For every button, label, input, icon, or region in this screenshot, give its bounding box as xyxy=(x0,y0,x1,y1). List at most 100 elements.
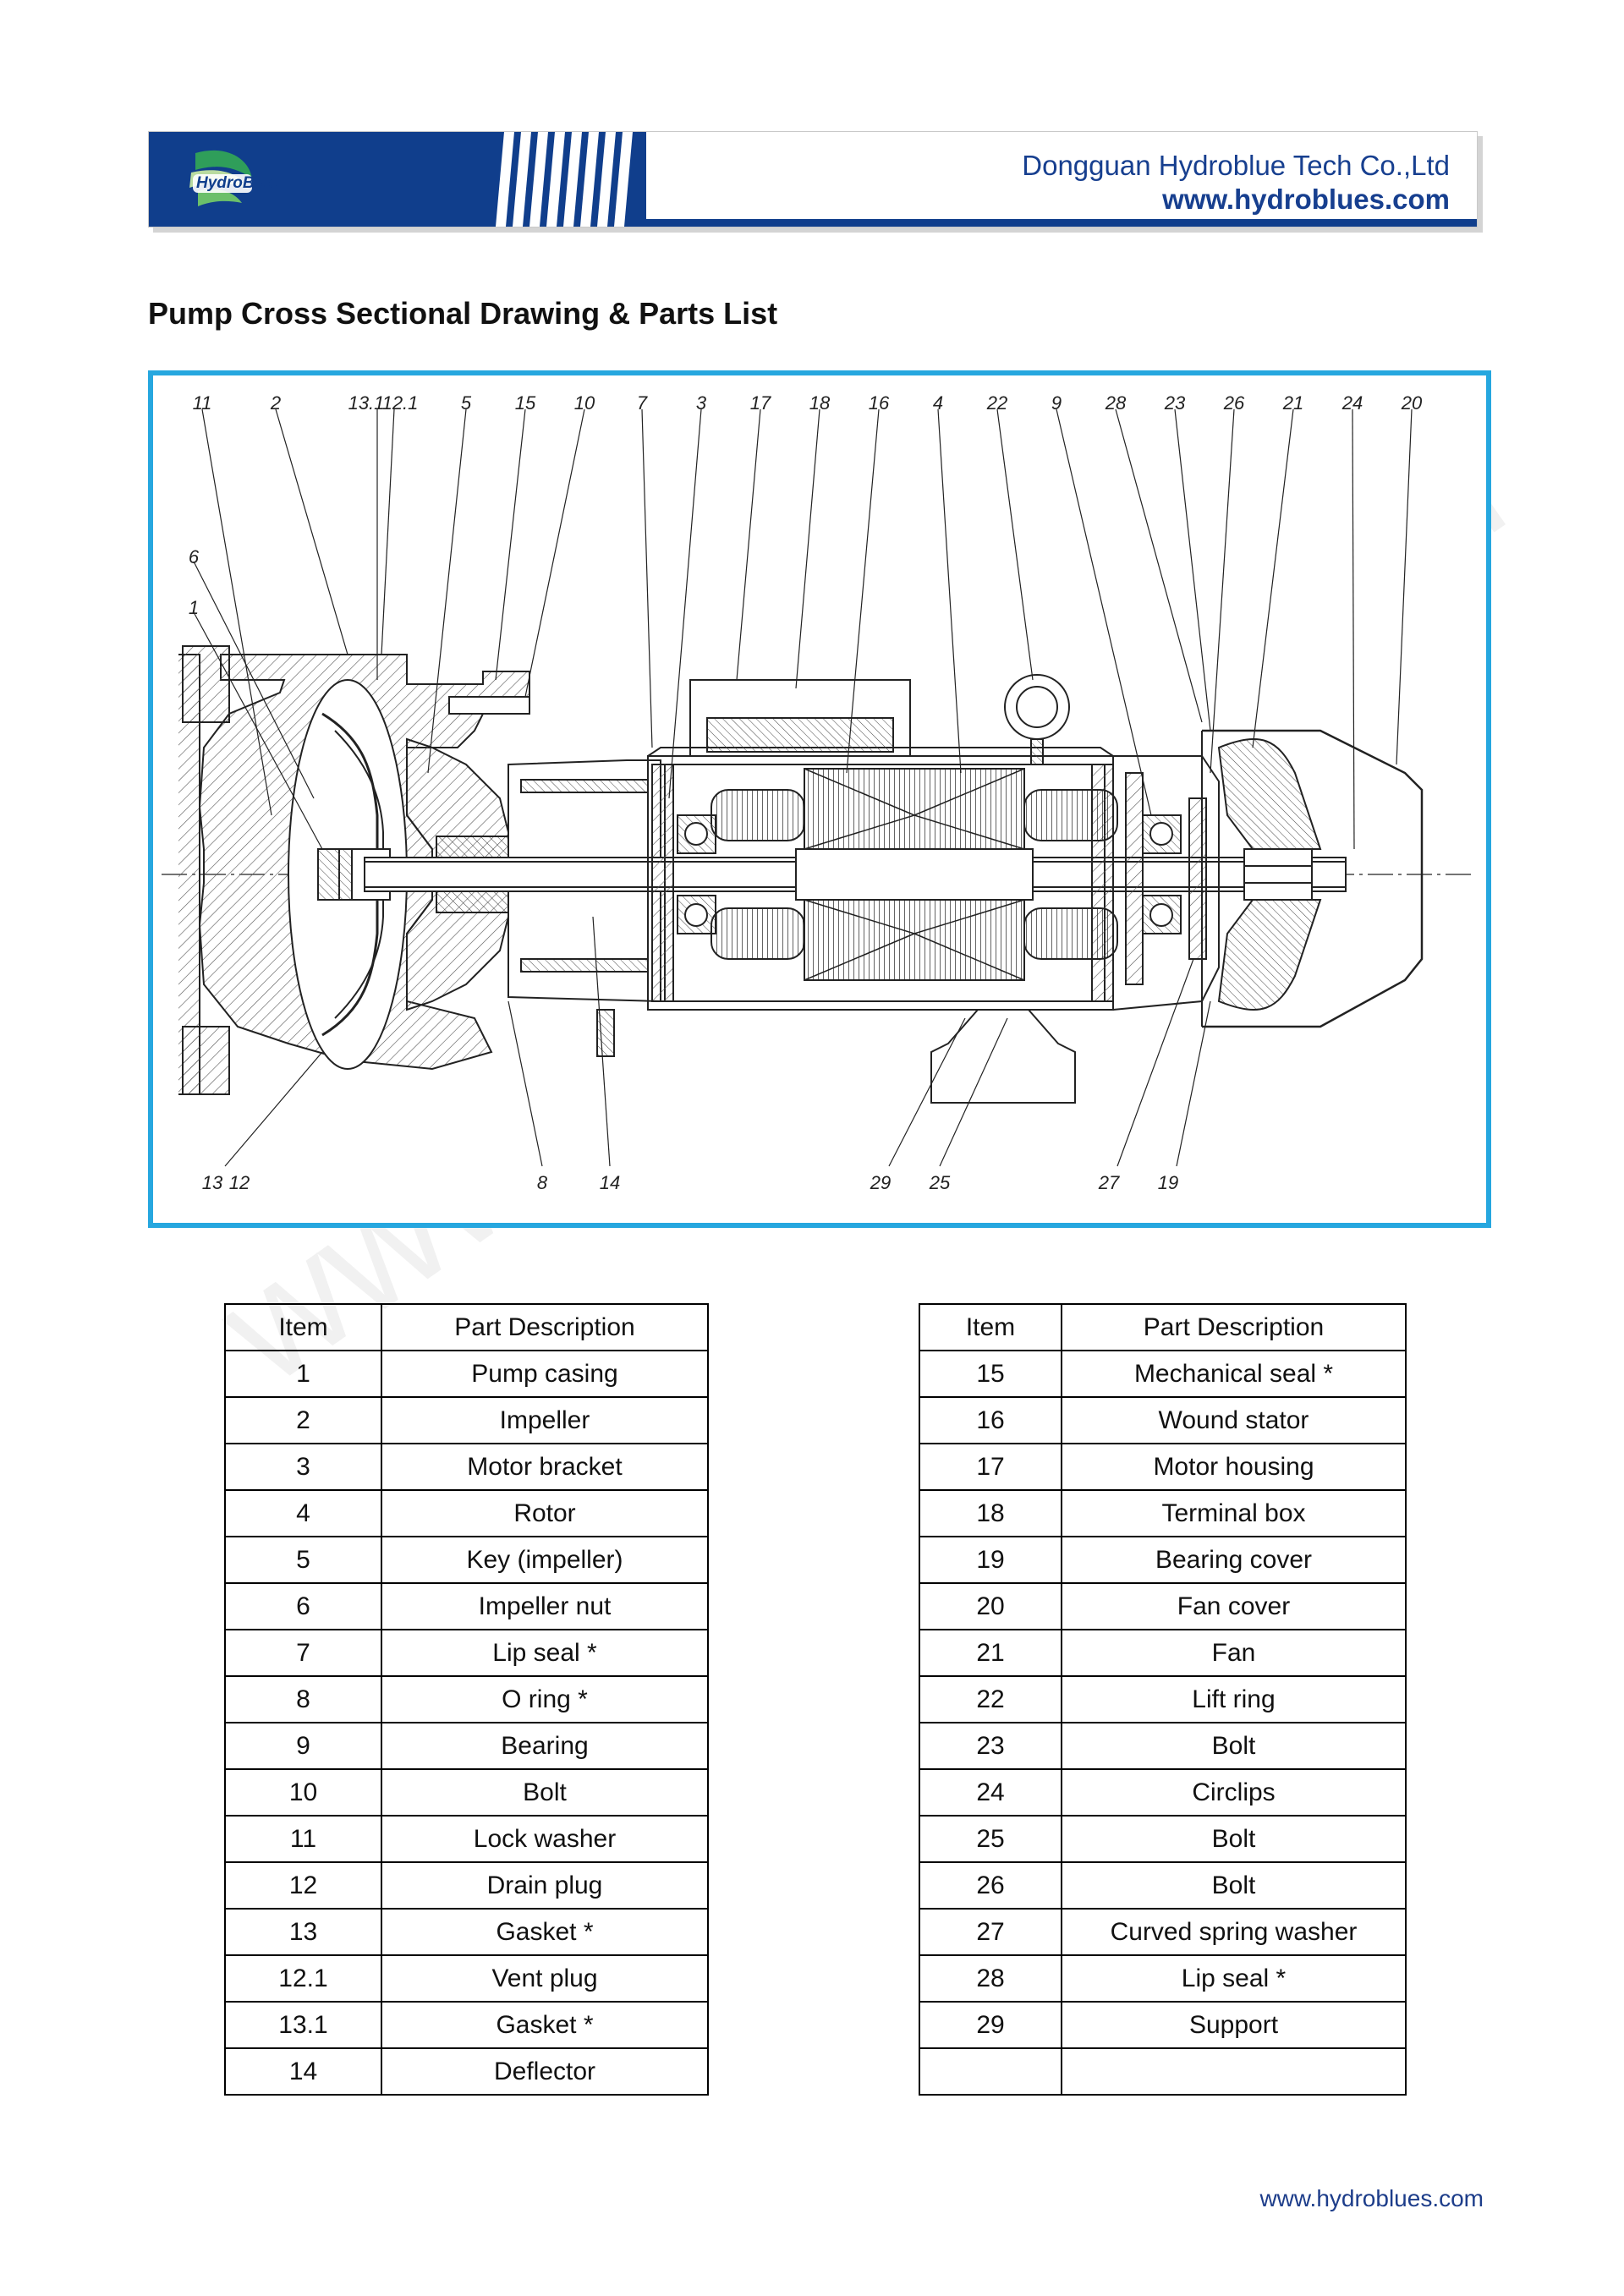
part-description-cell xyxy=(1061,2047,1407,2096)
item-number-cell: 7 xyxy=(224,1629,382,1677)
item-number-cell: 12 xyxy=(224,1861,382,1910)
callout-label: 23 xyxy=(1164,392,1186,414)
part-description-cell: Circlips xyxy=(1061,1768,1407,1817)
callout-label: 28 xyxy=(1105,392,1127,414)
part-description-cell: Fan cover xyxy=(1061,1582,1407,1630)
callout-label: 29 xyxy=(870,1172,891,1193)
item-number-cell: 10 xyxy=(224,1768,382,1817)
table-row xyxy=(919,2047,1407,2096)
callout-label: 14 xyxy=(600,1172,620,1193)
part-description-cell: Impeller xyxy=(381,1396,709,1444)
table-header-row: Item Part Description xyxy=(919,1303,1407,1351)
item-number-cell xyxy=(919,2047,1062,2096)
part-description-cell: Gasket * xyxy=(381,1908,709,1956)
header-banner: HydroBlue Dongguan Hydroblue Tech Co.,Lt… xyxy=(148,131,1478,227)
item-number-cell: 28 xyxy=(919,1954,1062,2003)
item-number-cell: 22 xyxy=(919,1675,1062,1723)
callout-label: 7 xyxy=(637,392,648,414)
item-number-cell: 2 xyxy=(224,1396,382,1444)
item-number-cell: 19 xyxy=(919,1536,1062,1584)
callout-label: 25 xyxy=(929,1172,951,1193)
part-description-cell: Curved spring washer xyxy=(1061,1908,1407,1956)
part-description-cell: Pump casing xyxy=(381,1350,709,1398)
item-number-cell: 13.1 xyxy=(224,2001,382,2049)
callout-label: 19 xyxy=(1158,1172,1178,1193)
page-title: Pump Cross Sectional Drawing & Parts Lis… xyxy=(148,296,778,331)
item-number-cell: 21 xyxy=(919,1629,1062,1677)
item-number-cell: 29 xyxy=(919,2001,1062,2049)
company-block: Dongguan Hydroblue Tech Co.,Ltd www.hydr… xyxy=(1022,149,1450,216)
part-description-cell: Rotor xyxy=(381,1489,709,1537)
item-number-cell: 27 xyxy=(919,1908,1062,1956)
callout-label: 26 xyxy=(1223,392,1245,414)
part-description-cell: Drain plug xyxy=(381,1861,709,1910)
item-number-cell: 20 xyxy=(919,1582,1062,1630)
item-number-cell: 25 xyxy=(919,1815,1062,1863)
part-description-cell: Deflector xyxy=(381,2047,709,2096)
part-description-cell: Mechanical seal * xyxy=(1061,1350,1407,1398)
callout-label: 20 xyxy=(1401,392,1423,414)
part-description-cell: Lip seal * xyxy=(1061,1954,1407,2003)
part-description-cell: Impeller nut xyxy=(381,1582,709,1630)
part-description-cell: Bearing xyxy=(381,1722,709,1770)
item-number-cell: 12.1 xyxy=(224,1954,382,2003)
item-number-cell: 5 xyxy=(224,1536,382,1584)
column-header-item: Item xyxy=(224,1303,382,1351)
item-number-cell: 16 xyxy=(919,1396,1062,1444)
callout-label: 17 xyxy=(750,392,771,414)
callout-label: 16 xyxy=(869,392,890,414)
column-header-description: Part Description xyxy=(381,1303,709,1351)
part-description-cell: Support xyxy=(1061,2001,1407,2049)
part-description-cell: Terminal box xyxy=(1061,1489,1407,1537)
table-header-row: Item Part Description xyxy=(224,1303,709,1351)
part-description-cell: Bolt xyxy=(1061,1815,1407,1863)
part-description-cell: Vent plug xyxy=(381,1954,709,2003)
callout-label: 13.1 xyxy=(348,392,385,414)
pump-drawing-svg: 11213.112.151510731718164229282326212420… xyxy=(162,392,1473,1193)
company-website: www.hydroblues.com xyxy=(1162,184,1450,215)
part-description-cell: Motor housing xyxy=(1061,1443,1407,1491)
item-number-cell: 11 xyxy=(224,1815,382,1863)
footer-website: www.hydroblues.com xyxy=(1259,2185,1484,2211)
callout-label: 1 xyxy=(189,597,199,618)
part-description-cell: Gasket * xyxy=(381,2001,709,2049)
part-description-cell: Bearing cover xyxy=(1061,1536,1407,1584)
item-number-cell: 13 xyxy=(224,1908,382,1956)
callout-label: 18 xyxy=(809,392,831,414)
part-description-cell: Bolt xyxy=(1061,1861,1407,1910)
logo-text: HydroBlue xyxy=(196,174,278,192)
part-description-cell: O ring * xyxy=(381,1675,709,1723)
item-number-cell: 1 xyxy=(224,1350,382,1398)
part-description-cell: Lip seal * xyxy=(381,1629,709,1677)
part-description-cell: Fan xyxy=(1061,1629,1407,1677)
item-number-cell: 23 xyxy=(919,1722,1062,1770)
callout-label: 12 xyxy=(229,1172,250,1193)
callout-label: 22 xyxy=(986,392,1007,414)
callout-label: 11 xyxy=(193,392,212,414)
item-number-cell: 17 xyxy=(919,1443,1062,1491)
item-number-cell: 8 xyxy=(224,1675,382,1723)
